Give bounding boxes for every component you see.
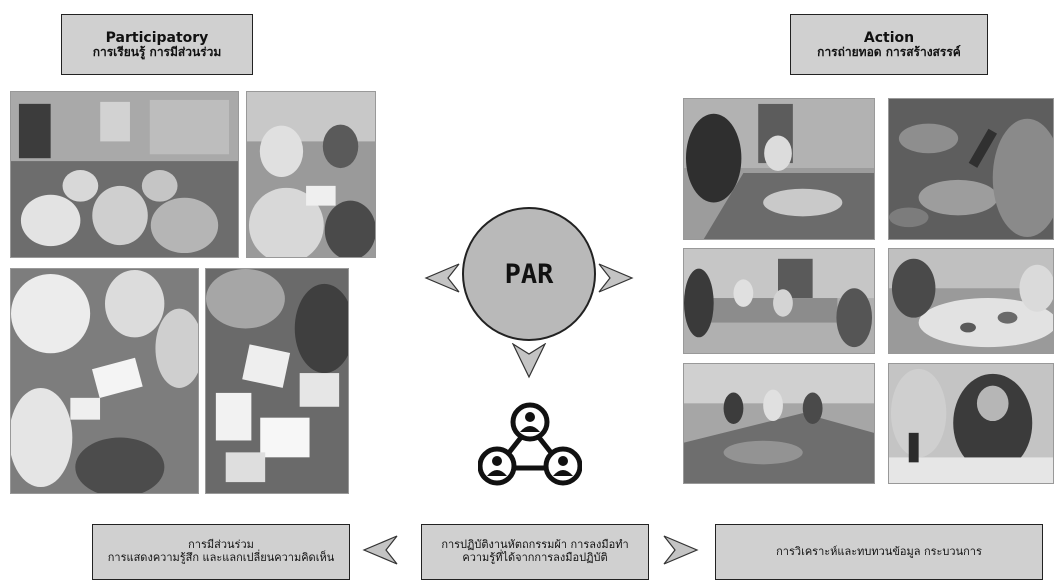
participatory-title: Participatory [105, 29, 209, 46]
par-label: PAR [504, 258, 554, 290]
photo-workshop-room [10, 91, 239, 258]
photo-batik-painting-1 [683, 98, 875, 240]
arrow-right-icon [598, 262, 634, 294]
bottom-middle-line2: ความรู้ที่ได้จากการลงมือปฏิบัติ [462, 551, 608, 564]
bottom-right-line1: การวิเคราะห์และทบทวนข้อมูล กระบวนการ [776, 544, 982, 558]
arrow-down-icon [511, 343, 547, 379]
arrow-left-icon [424, 262, 460, 294]
participatory-subtitle: การเรียนรู้ การมีส่วนร่วม [92, 44, 222, 59]
bottom-right-box: การวิเคราะห์และทบทวนข้อมูล กระบวนการ [715, 524, 1043, 580]
action-subtitle: การถ่ายทอด การสร้างสรรค์ [817, 44, 961, 59]
bottom-left-box: การมีส่วนร่วม การแสดงความรู้สึก และแลกเป… [92, 524, 350, 580]
photo-painting-close [888, 248, 1054, 354]
action-title: Action [863, 29, 915, 46]
photo-women-working [888, 363, 1054, 484]
arrow-bottom-left-icon [362, 534, 398, 566]
bottom-left-line1: การมีส่วนร่วม [188, 538, 254, 552]
par-circle: PAR [462, 207, 596, 341]
photo-fabric-drying [683, 363, 875, 484]
photo-group-discussion [246, 91, 376, 258]
arrow-bottom-right-icon [663, 534, 699, 566]
action-box: Action การถ่ายทอด การสร้างสรรค์ [790, 14, 988, 75]
photo-batik-painting-2 [888, 98, 1054, 240]
participatory-box: Participatory การเรียนรู้ การมีส่วนร่วม [61, 14, 253, 75]
photo-notes-on-floor [205, 268, 349, 494]
photo-writing-circle [10, 268, 199, 494]
bottom-middle-line1: การปฏิบัติงานหัตถกรรมผ้า การลงมือทำ [441, 538, 629, 552]
community-network-icon [478, 402, 582, 486]
bottom-left-line2: การแสดงความรู้สึก และแลกเปลี่ยนความคิดเห… [107, 551, 335, 564]
bottom-middle-box: การปฏิบัติงานหัตถกรรมผ้า การลงมือทำ ความ… [421, 524, 649, 580]
photo-outdoor-table [683, 248, 875, 354]
